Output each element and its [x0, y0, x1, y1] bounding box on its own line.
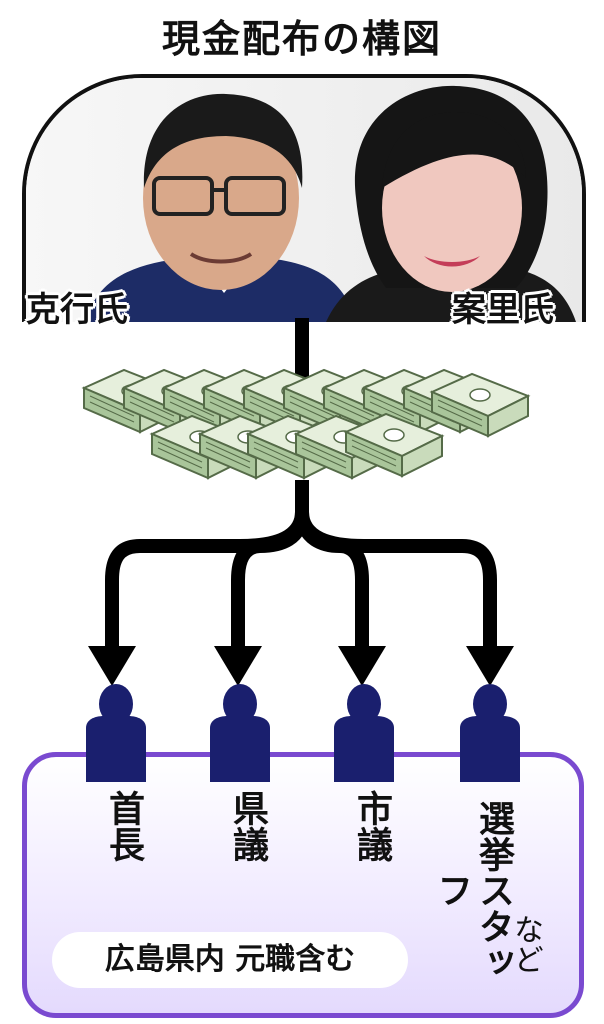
- portrait-woman: [326, 85, 576, 322]
- recipient-label-mayor: 首長: [103, 790, 144, 862]
- footer-note: 広島県内 元職含む: [52, 932, 408, 988]
- recipient-label-city-assembly: 市議: [351, 790, 392, 862]
- person-icon: [460, 684, 520, 782]
- person-label-katsuyuki: 克行氏: [26, 290, 128, 330]
- portrait-photos: [26, 78, 582, 322]
- person-icon: [334, 684, 394, 782]
- person-icon: [210, 684, 270, 782]
- branch-0: [105, 480, 309, 648]
- portrait-man: [86, 93, 356, 322]
- money-bundles: [83, 369, 529, 479]
- recipient-label-prefectural-assembly: 県議: [227, 790, 268, 862]
- recipient-label-campaign-staff: 選挙スタッフ: [431, 800, 514, 980]
- arrow-down-icon: [466, 646, 514, 686]
- person-icon: [86, 684, 146, 782]
- branch-3: [295, 511, 497, 648]
- diagram-title: 現金配布の構図: [161, 17, 442, 61]
- branch-1: [231, 511, 309, 648]
- arrow-down-icon: [214, 646, 262, 686]
- recipient-suffix: など: [508, 914, 543, 974]
- photo-frame: [22, 74, 586, 322]
- arrow-down-icon: [88, 646, 136, 686]
- person-label-anri: 案里氏: [452, 290, 554, 330]
- arrow-down-icon: [338, 646, 386, 686]
